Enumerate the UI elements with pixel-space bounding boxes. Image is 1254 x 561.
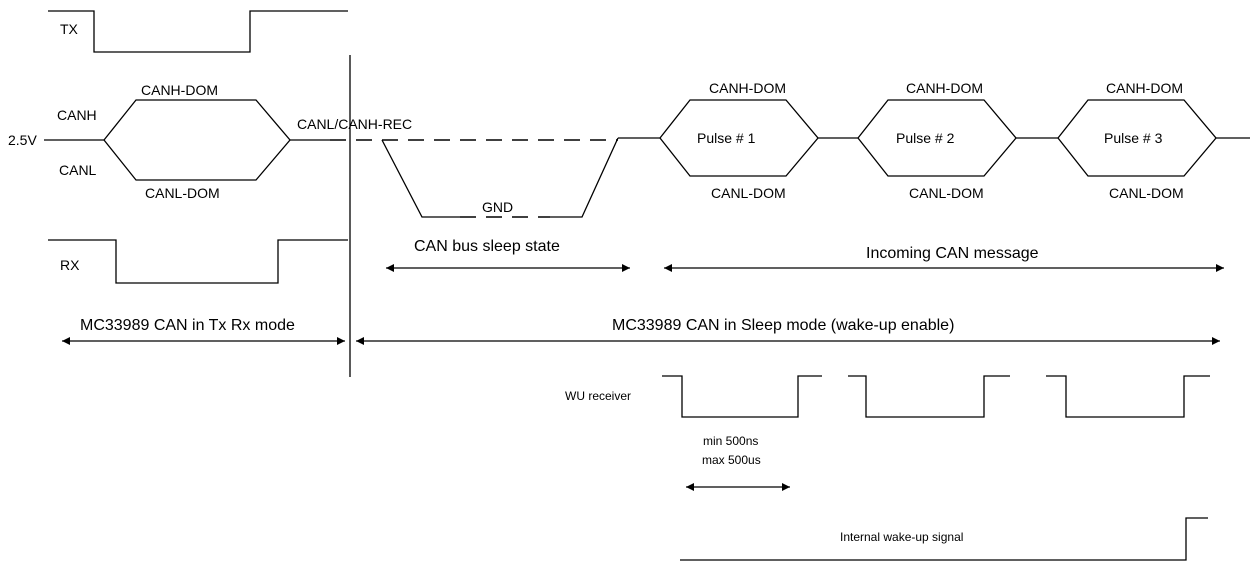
internal-wakeup-waveform <box>680 517 1208 561</box>
pulse-2-label: Pulse # 2 <box>896 130 955 146</box>
wu-pulse-2 <box>848 375 1010 418</box>
pulse-2-canl-dom-label: CANL-DOM <box>909 185 984 201</box>
wu-pulse-3 <box>1046 375 1210 418</box>
pulse-3-canl-dom-label: CANL-DOM <box>1109 185 1184 201</box>
v25-label: 2.5V <box>8 132 37 148</box>
canh-dom-label-left: CANH-DOM <box>141 82 218 98</box>
rx-label: RX <box>60 257 80 273</box>
timing-max-label: max 500us <box>702 453 761 467</box>
pulse-2-canh-dom-label: CANH-DOM <box>906 80 983 96</box>
wu-pulse-1 <box>662 375 822 418</box>
canl-dom-label-left: CANL-DOM <box>145 185 220 201</box>
gnd-label: GND <box>482 199 513 215</box>
rx-waveform <box>48 239 348 284</box>
wu-receiver-label: WU receiver <box>565 389 631 403</box>
canh-label: CANH <box>57 107 97 123</box>
timing-min-label: min 500ns <box>703 434 758 448</box>
canl-label: CANL <box>59 162 97 178</box>
tx-waveform <box>48 10 348 53</box>
pulse-1-label: Pulse # 1 <box>697 130 756 146</box>
sleep-state-label: CAN bus sleep state <box>414 238 560 255</box>
incoming-message-label: Incoming CAN message <box>866 245 1039 262</box>
pulse-3-label: Pulse # 3 <box>1104 130 1163 146</box>
bus-return-from-gnd <box>550 137 619 218</box>
sleep-mode-label: MC33989 CAN in Sleep mode (wake-up enabl… <box>612 317 954 334</box>
bus-drop-to-gnd <box>381 139 460 218</box>
dominant-hexagon <box>103 99 291 181</box>
pulse-1-canl-dom-label: CANL-DOM <box>711 185 786 201</box>
recessive-label: CANL/CANH-REC <box>297 116 412 132</box>
tx-label: TX <box>60 21 79 37</box>
internal-wakeup-label: Internal wake-up signal <box>840 530 963 544</box>
pulse-1-canh-dom-label: CANH-DOM <box>709 80 786 96</box>
txrx-mode-label: MC33989 CAN in Tx Rx mode <box>80 317 295 334</box>
pulse-3-canh-dom-label: CANH-DOM <box>1106 80 1183 96</box>
